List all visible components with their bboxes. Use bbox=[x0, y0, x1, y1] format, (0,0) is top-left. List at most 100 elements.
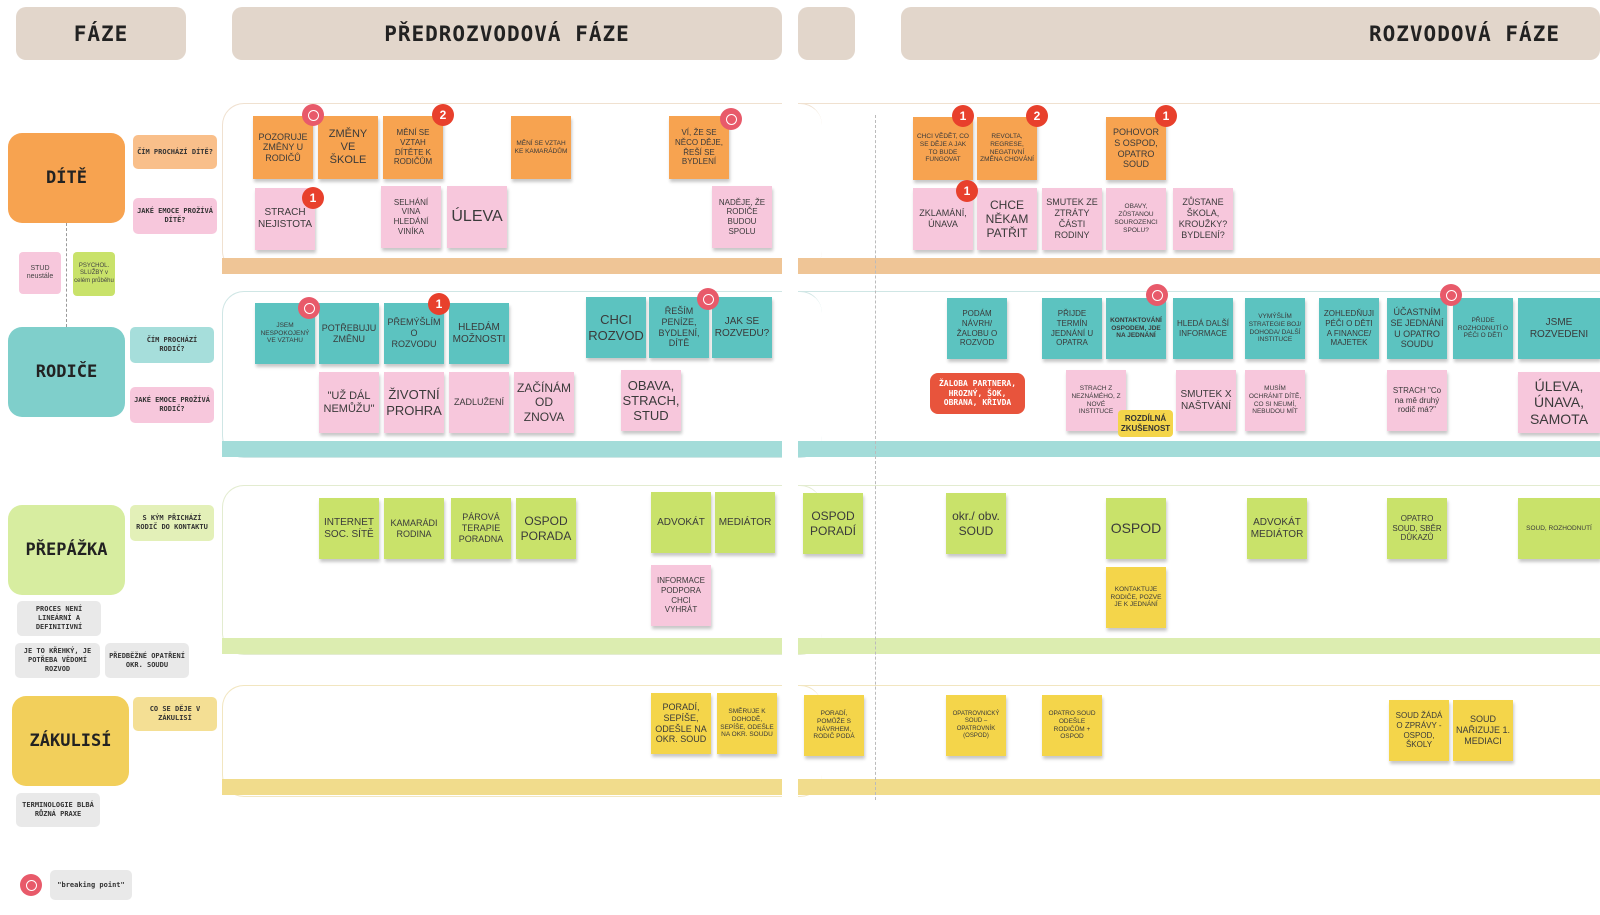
sticky-note: POTŘEBUJU ZMĚNU bbox=[319, 303, 379, 364]
note-nonlinear: PROCES NENÍ LINEÁRNÍ A DEFINITIVNÍ bbox=[17, 601, 101, 636]
count-badge: 1 bbox=[956, 180, 978, 202]
sticky-note: ADVOKÁT bbox=[651, 492, 711, 553]
lane-parents-pre bbox=[222, 291, 822, 458]
sticky-note: ZOHLEDŇUJI PÉČI O DĚTI A FINANCE/ MAJETE… bbox=[1319, 298, 1379, 359]
question-child-through: ČÍM PROCHÁZÍ DÍTĚ? bbox=[133, 135, 217, 169]
divorce-phase-divider bbox=[875, 115, 876, 800]
strip-backstage-pre bbox=[222, 779, 782, 795]
sticky-note: POHOVOR S OSPOD, OPATRO SOUD bbox=[1106, 117, 1166, 180]
bulkhead-div-topline bbox=[798, 485, 1600, 486]
role-child: DÍTĚ bbox=[8, 133, 125, 223]
count-badge: 1 bbox=[302, 187, 324, 209]
lane-bulkhead-pre bbox=[222, 485, 822, 655]
sticky-note: STRACH Z NEZNÁMÉHO, Z NOVÉ INSTITUCE bbox=[1066, 370, 1126, 431]
breaking-point-icon bbox=[298, 297, 320, 319]
breaking-point-icon bbox=[1146, 284, 1168, 306]
dashed-connector bbox=[66, 223, 67, 327]
sticky-note: NADĚJE, ŽE RODIČE BUDOU SPOLU bbox=[712, 186, 772, 248]
backstage-div-topline bbox=[798, 685, 1600, 686]
sticky-note: MĚNÍ SE VZTAH DÍTĚTE K RODIČŮM bbox=[383, 116, 443, 179]
sticky-note: ZADLUŽENÍ bbox=[449, 372, 509, 433]
sticky-note: PŘIJDE TERMÍN JEDNÁNÍ U OPATRA bbox=[1042, 298, 1102, 359]
sticky-note: ŽIVOTNÍ PROHRA bbox=[384, 372, 444, 433]
divorce-phase-title: ROZVODOVÁ FÁZE bbox=[1368, 21, 1560, 46]
sticky-note: PÁROVÁ TERAPIE PORADNA bbox=[451, 498, 511, 559]
sticky-note: KAMARÁDI RODINA bbox=[384, 498, 444, 559]
breaking-point-icon bbox=[1440, 284, 1462, 306]
note-interim-measure: PŘEDBĚŽNÉ OPATŘENÍ OKR. SOUDU bbox=[105, 643, 189, 678]
sticky-note: MEDIÁTOR bbox=[715, 492, 775, 553]
sticky-note: VYMÝŠLÍM STRATEGIE boj/ dohoda/ další in… bbox=[1245, 298, 1305, 359]
question-backstage: CO SE DĚJE V ZÁKULISÍ bbox=[133, 697, 217, 731]
sticky-note: JSME ROZVEDENI bbox=[1518, 298, 1600, 359]
sticky-note: ÚČASTNÍM SE JEDNÁNÍ U OPATRO SOUDU bbox=[1387, 298, 1447, 359]
role-parents: RODIČE bbox=[8, 327, 125, 417]
sticky-note: KONTAKTUJE RODIČE, POZVE JE K JEDNÁNÍ bbox=[1106, 567, 1166, 628]
phase-header: FÁZE bbox=[16, 7, 186, 60]
question-parent-through: ČÍM PROCHÁZÍ RODIČ? bbox=[130, 327, 214, 363]
sticky-note: REVOLTA, REGRESE, NEGATIVNÍ ZMĚNA CHOVÁN… bbox=[977, 117, 1037, 180]
role-backstage: ZÁKULISÍ bbox=[12, 696, 129, 786]
sticky-note: ÚLEVA bbox=[447, 186, 507, 248]
sticky-note: ZAČÍNÁM OD ZNOVA bbox=[514, 372, 574, 433]
sticky-note: ADVOKÁT MEDIÁTOR bbox=[1247, 498, 1307, 559]
note-terminology: TERMINOLOGIE BLBÁ RŮZNÁ PRAXE bbox=[16, 793, 100, 827]
count-badge: 2 bbox=[432, 104, 454, 126]
sticky-note: SOUD NAŘIZUJE 1. MEDIACI bbox=[1453, 700, 1513, 761]
divorce-phase-header: ROZVODOVÁ FÁZE bbox=[901, 7, 1600, 60]
breaking-point-legend-label: "breaking point" bbox=[50, 870, 132, 900]
sticky-note: ŘEŠÍM PENÍZE, BYDLENÍ, DÍTĚ bbox=[649, 297, 709, 358]
sticky-note: ZKLAMÁNÍ, ÚNAVA bbox=[913, 188, 973, 250]
strip-child-pre bbox=[222, 258, 782, 274]
count-badge: 2 bbox=[1026, 105, 1048, 127]
breaking-point-icon bbox=[302, 104, 324, 126]
sticky-note: SMĚRUJE K DOHODĚ, SEPÍŠE, ODEŠLE NA OKR.… bbox=[717, 693, 777, 754]
lane-backstage-pre bbox=[222, 685, 822, 797]
sticky-note: ROZDÍLNÁ ZKUŠENOST bbox=[1118, 410, 1173, 437]
sticky-note: "UŽ DÁL NEMŮŽU" bbox=[319, 372, 379, 433]
sticky-note: OBAVY, ZŮSTANOU SOUROZENCI SPOLU? bbox=[1106, 188, 1166, 250]
count-badge: 1 bbox=[952, 105, 974, 127]
sticky-note: MUSÍM OCHRÁNIT DÍTĚ, CO SI NEUMÍ, NEBUDO… bbox=[1245, 370, 1305, 431]
sticky-note: SMUTEK ZE ZTRÁTY ČÁSTI RODINY bbox=[1042, 188, 1102, 250]
sticky-note: OPATROVNICKÝ SOUD – OPATROVNÍK (OSPOD) bbox=[946, 695, 1006, 756]
sticky-note: OBAVA, STRACH, STUD bbox=[621, 370, 681, 431]
sticky-note: VÍ, ŽE SE NĚCO DĚJE, ŘEŠÍ SE BYDLENÍ bbox=[669, 116, 729, 179]
note-fragile: JE TO KŘEHKÝ, JE POTŘEBA VĚDOMÍ ROZVOD bbox=[15, 643, 100, 678]
sticky-note: STRACH "Co na mě druhý rodič má?" bbox=[1387, 370, 1447, 431]
sticky-note: PODÁM NÁVRH/ ŽALOBU O ROZVOD bbox=[947, 298, 1007, 359]
child-div-topline bbox=[798, 103, 1600, 104]
breaking-point-icon bbox=[697, 288, 719, 310]
question-bulkhead-contact: S KÝM PŘICHÁZÍ RODIČ DO KONTAKTU bbox=[130, 505, 214, 541]
sticky-note: ZMĚNY VE ŠKOLE bbox=[318, 116, 378, 179]
breaking-point-legend-icon bbox=[20, 874, 42, 896]
sticky-note: KONTAKTOVÁNÍ OSPODEM, JDE NA JEDNÁNÍ bbox=[1106, 298, 1166, 359]
sticky-note: PORADÍ, SEPÍŠE, ODEŠLE NA OKR. SOUD bbox=[651, 693, 711, 754]
sticky-note: POZORUJE ZMĚNY U RODIČŮ bbox=[253, 116, 313, 179]
question-child-emotions: JAKÉ EMOCE PROŽÍVÁ DÍTĚ? bbox=[133, 198, 217, 234]
count-badge: 1 bbox=[428, 293, 450, 315]
sticky-note: OSPOD bbox=[1106, 498, 1166, 559]
parents-div-topline bbox=[798, 291, 1600, 292]
sticky-note: SELHÁNÍ VINA HLEDÁNÍ VINÍKA bbox=[381, 186, 441, 248]
sticky-note: okr./ obv. SOUD bbox=[946, 493, 1006, 554]
sticky-note: OSPOD PORADA bbox=[516, 498, 576, 559]
sticky-note: CHCE NĚKAM PATŘIT bbox=[977, 188, 1037, 250]
sticky-note: OPATRO SOUD, SBĚR DŮKAZŮ bbox=[1387, 498, 1447, 559]
sticky-note: INFORMACE PODPORA CHCI VYHRÁT bbox=[651, 565, 711, 626]
sticky-note: ÚLEVA, ÚNAVA, SAMOTA bbox=[1518, 372, 1600, 433]
sticky-note: CHCI VĚDĚT, CO SE DĚJE A JAK TO BUDE FUN… bbox=[913, 117, 973, 180]
sticky-note: OPATRO SOUD ODEŠLE RODIČŮM + OSPOD bbox=[1042, 695, 1102, 756]
breaking-point-icon bbox=[720, 108, 742, 130]
count-badge: 1 bbox=[1155, 105, 1177, 127]
strip-backstage-div bbox=[798, 779, 1600, 795]
strip-parents-div bbox=[798, 441, 1600, 457]
strip-child-div bbox=[798, 258, 1600, 274]
strip-bulkhead-pre bbox=[222, 638, 782, 654]
note-shame: STUD neustále bbox=[19, 252, 61, 294]
sticky-note: INTERNET SOC. SÍTĚ bbox=[319, 498, 379, 559]
sticky-note: SMUTEK X NAŠTVÁNÍ bbox=[1176, 370, 1236, 431]
strip-parents-pre bbox=[222, 441, 782, 457]
pre-divorce-phase-header: PŘEDROZVODOVÁ FÁZE bbox=[232, 7, 782, 60]
question-parent-emotions: JAKÉ EMOCE PROŽÍVÁ RODIČ? bbox=[130, 387, 214, 423]
